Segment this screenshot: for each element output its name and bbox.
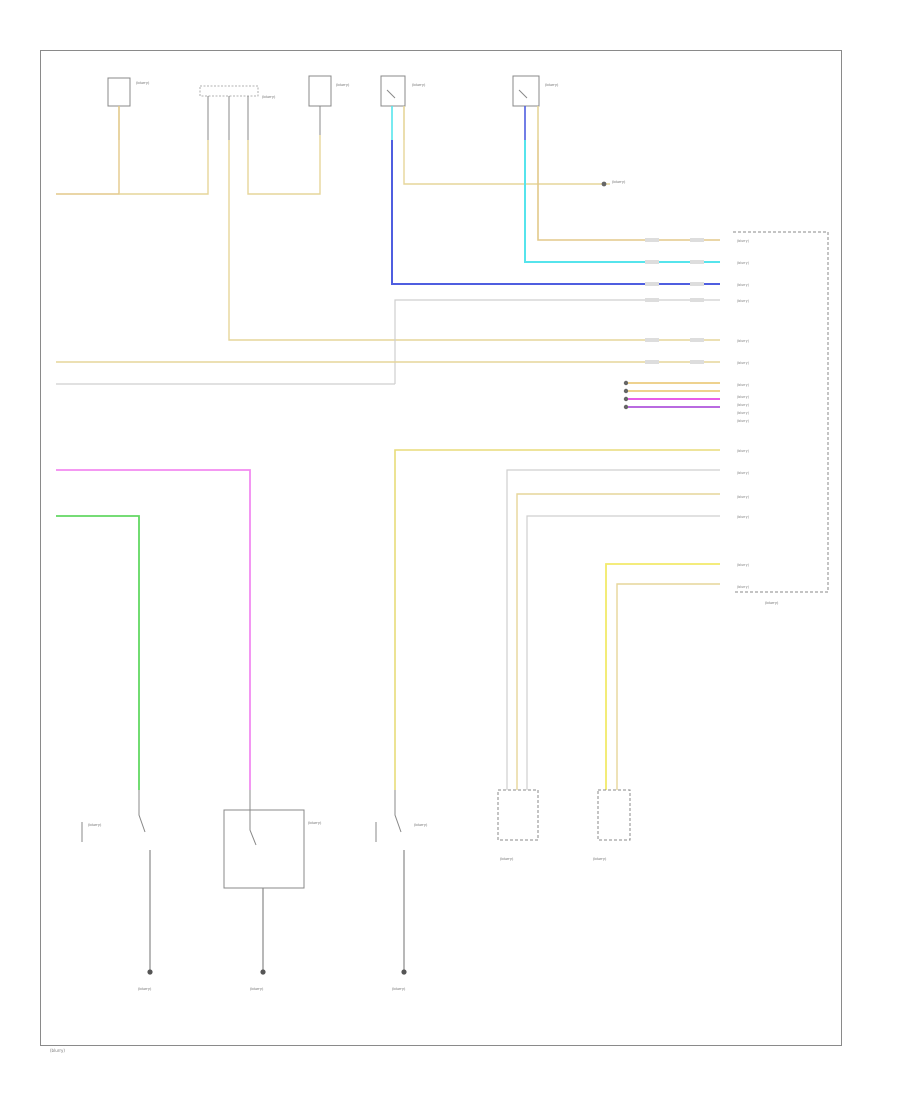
component-label: (blurry) bbox=[88, 823, 102, 827]
top-wiring bbox=[56, 135, 720, 385]
sensor-1: (blurry) bbox=[497, 789, 539, 861]
pin-label: (blurry) bbox=[737, 395, 749, 399]
pin-label: (blurry) bbox=[737, 361, 749, 365]
module-pin-stubs bbox=[645, 238, 704, 364]
component-label: (blurry) bbox=[593, 857, 607, 861]
pin-label: (blurry) bbox=[737, 563, 749, 567]
component-label: (blurry) bbox=[336, 83, 350, 87]
component-label: (blurry) bbox=[412, 83, 426, 87]
top-component-4: (blurry) bbox=[380, 75, 426, 140]
pin-label: (blurry) bbox=[737, 515, 749, 519]
ground-3: (blurry) bbox=[392, 969, 407, 991]
pin-label: (blurry) bbox=[737, 283, 749, 287]
pin-label: (blurry) bbox=[737, 299, 749, 303]
pin-label: (blurry) bbox=[737, 339, 749, 343]
ground-1: (blurry) bbox=[138, 969, 153, 991]
pin-label: (blurry) bbox=[737, 261, 749, 265]
pin-label: (blurry) bbox=[737, 419, 749, 423]
bottom-switch-1: (blurry) bbox=[81, 790, 151, 970]
top-component-5: (blurry) bbox=[512, 75, 559, 140]
top-component-1: (blurry) bbox=[107, 77, 150, 140]
pin-label: (blurry) bbox=[737, 585, 749, 589]
component-label: (blurry) bbox=[308, 821, 322, 825]
bottom-switch-2: (blurry) bbox=[223, 790, 322, 970]
sensor-wiring bbox=[394, 449, 720, 790]
pin-label: (blurry) bbox=[737, 495, 749, 499]
ground-label: (blurry) bbox=[392, 987, 406, 991]
control-module: (blurry) bbox=[733, 231, 829, 605]
ground-label: (blurry) bbox=[138, 987, 152, 991]
component-label: (blurry) bbox=[414, 823, 428, 827]
left-wiring bbox=[56, 469, 251, 790]
pin-label: (blurry) bbox=[737, 471, 749, 475]
ground-2: (blurry) bbox=[250, 969, 266, 991]
module-pin-labels: (blurry) (blurry) (blurry) (blurry) (blu… bbox=[737, 239, 749, 589]
module-name: (blurry) bbox=[765, 601, 779, 605]
ground-label: (blurry) bbox=[250, 987, 264, 991]
pin-label: (blurry) bbox=[737, 403, 749, 407]
top-component-2: (blurry) bbox=[199, 85, 276, 140]
component-label: (blurry) bbox=[545, 83, 559, 87]
splice-label: (blurry) bbox=[612, 180, 626, 184]
splice-connector: (blurry) bbox=[601, 180, 626, 187]
bottom-switch-3: (blurry) bbox=[375, 790, 428, 970]
pin-label: (blurry) bbox=[737, 449, 749, 453]
serial-data-lines bbox=[623, 380, 720, 410]
component-label: (blurry) bbox=[136, 81, 150, 85]
pin-label: (blurry) bbox=[737, 239, 749, 243]
component-label: (blurry) bbox=[262, 95, 276, 99]
pin-label: (blurry) bbox=[737, 411, 749, 415]
sensor-2: (blurry) bbox=[593, 789, 631, 861]
component-label: (blurry) bbox=[500, 857, 514, 861]
pin-label: (blurry) bbox=[737, 383, 749, 387]
diagram-frame bbox=[40, 50, 842, 1046]
top-component-3: (blurry) bbox=[308, 75, 350, 135]
corner-label: (blurry) bbox=[50, 1048, 65, 1053]
